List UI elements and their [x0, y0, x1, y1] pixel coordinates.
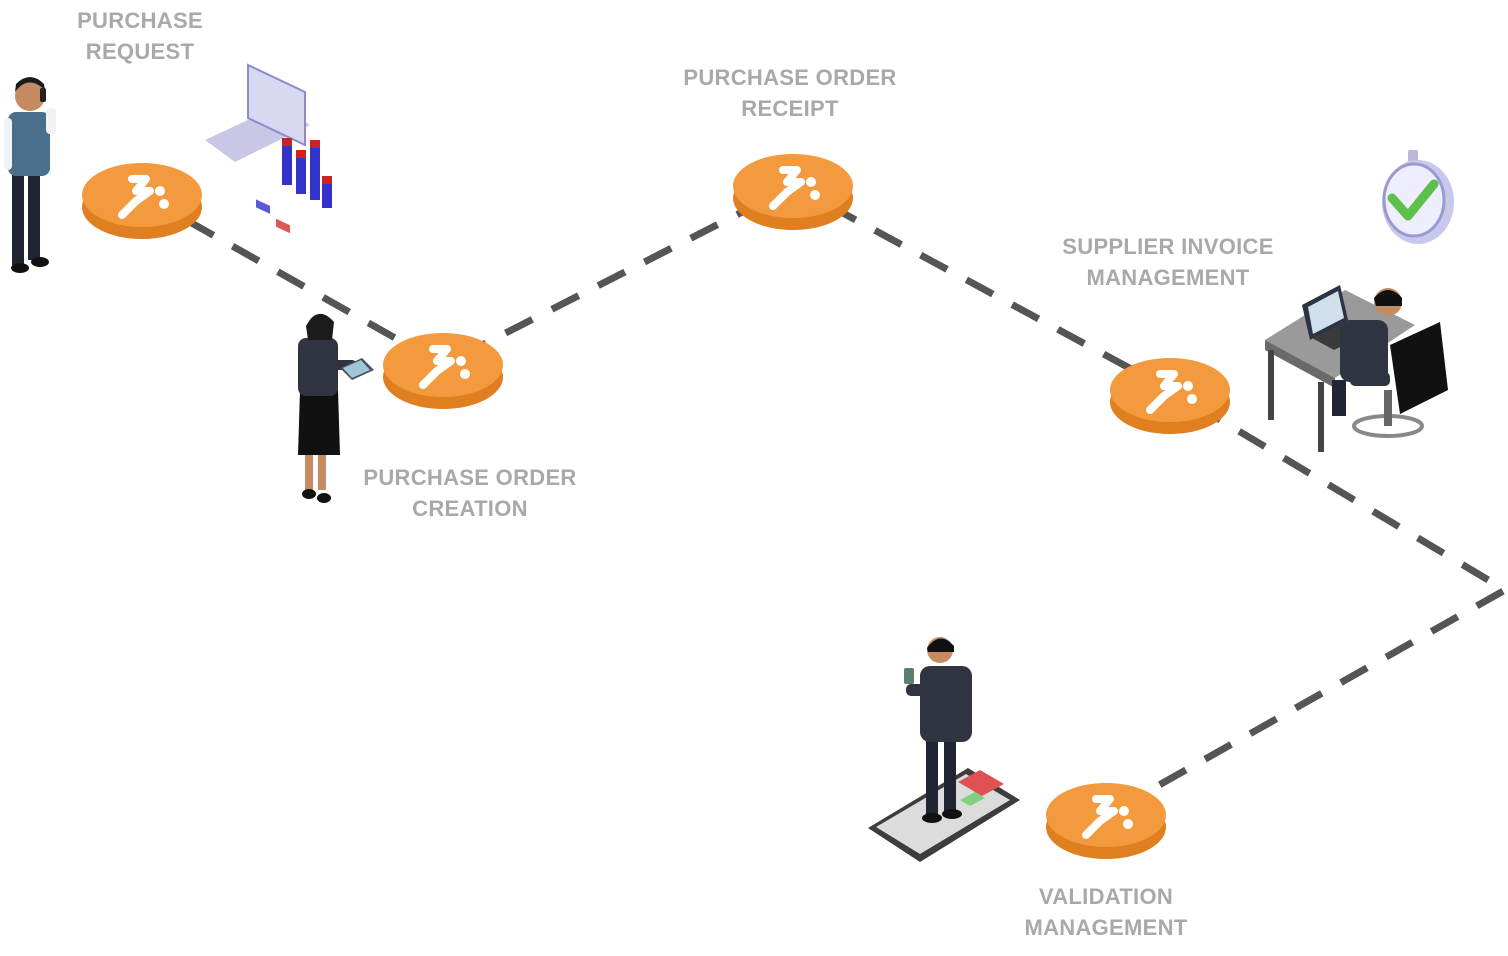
- laptop-chart-icon: [205, 63, 332, 234]
- step-label-line1: VALIDATION: [1038, 884, 1174, 909]
- tablet-icon: [340, 358, 374, 380]
- step-label-line2: MANAGEMENT: [1024, 915, 1188, 940]
- step-label-validation-management: VALIDATION MANAGEMENT: [1024, 881, 1187, 943]
- stopwatch-check-icon: [1382, 150, 1454, 244]
- step-label-line2: REQUEST: [85, 39, 195, 64]
- step-label-line1: SUPPLIER INVOICE: [1062, 234, 1274, 259]
- step-label-line2: CREATION: [412, 496, 528, 521]
- node-purchase-order-creation: [383, 333, 503, 409]
- step-label-line2: RECEIPT: [741, 96, 839, 121]
- step-label-line1: PURCHASE ORDER: [683, 65, 897, 90]
- man-on-phone-illustration: [4, 77, 56, 273]
- woman-with-tablet-illustration: [298, 313, 374, 503]
- node-validation-management: [1046, 783, 1166, 859]
- step-label-line1: PURCHASE ORDER: [363, 465, 577, 490]
- step-label-supplier-invoice-management: SUPPLIER INVOICE MANAGEMENT: [1062, 231, 1273, 293]
- node-supplier-invoice-management: [1110, 358, 1230, 434]
- desk-computer-icon: [1265, 285, 1448, 452]
- step-label-purchase-order-receipt: PURCHASE ORDER RECEIPT: [683, 62, 896, 124]
- step-label-line2: MANAGEMENT: [1086, 265, 1250, 290]
- man-on-smartphone-illustration: [868, 637, 1020, 862]
- process-path: [140, 182, 1508, 819]
- step-label-line1: PURCHASE: [77, 8, 203, 33]
- node-purchase-request: [82, 163, 202, 239]
- node-purchase-order-receipt: [733, 154, 853, 230]
- step-label-purchase-request: PURCHASE REQUEST: [77, 5, 203, 67]
- step-label-purchase-order-creation: PURCHASE ORDER CREATION: [363, 462, 576, 524]
